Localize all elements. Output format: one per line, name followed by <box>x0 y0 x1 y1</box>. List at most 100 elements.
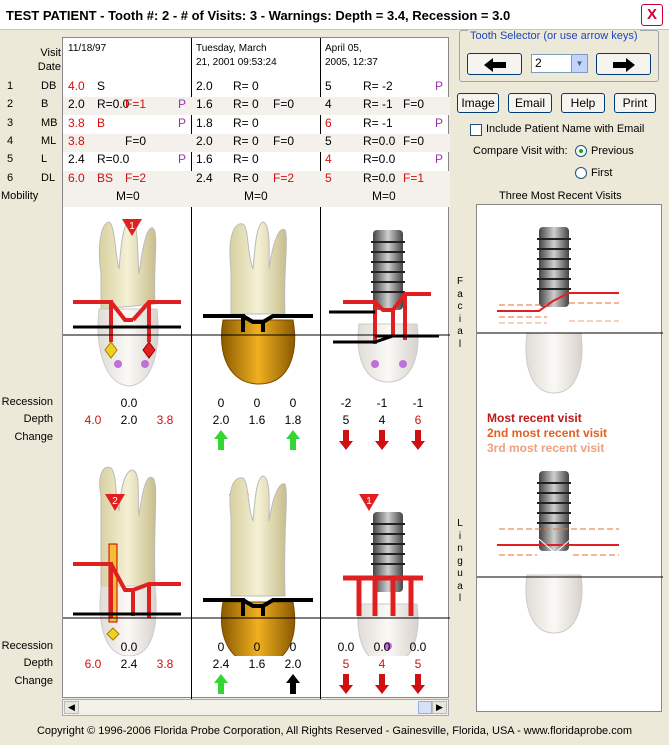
site-code: DL <box>41 171 56 184</box>
site-code: DB <box>41 80 57 92</box>
scroll-right-button[interactable]: ▶ <box>432 701 447 714</box>
measurement-cell: P <box>178 152 187 167</box>
tooth-root <box>229 221 287 315</box>
measurement-cell: R= 0 <box>233 170 259 185</box>
chevron-down-icon[interactable]: ▼ <box>571 55 587 72</box>
measurement-cell: R= -1 <box>363 115 393 130</box>
recession-value: 0.0 <box>120 640 138 654</box>
measurement-cell: R=0.0 <box>363 170 396 185</box>
measurement-cell: F=0 <box>403 97 425 112</box>
cusp-dot <box>371 360 379 368</box>
arrow-down-icon <box>338 673 354 695</box>
recession-value: 0.0 <box>337 640 355 654</box>
tooth-number-select[interactable]: 2 ▼ <box>531 54 588 73</box>
site-number: 3 <box>7 116 14 129</box>
recession-value: 0.0 <box>373 640 391 654</box>
column-divider <box>191 38 192 699</box>
previous-radio[interactable] <box>575 145 587 157</box>
horizontal-scrollbar[interactable]: ◀ ▶ <box>62 699 449 716</box>
depth-value: 4.0 <box>84 413 102 427</box>
measurement-cell: 2.0 <box>196 133 213 148</box>
arrow-down-icon <box>410 429 426 451</box>
recession-value: -1 <box>412 396 424 410</box>
depth-value: 3.8 <box>156 657 174 671</box>
arrow-down-icon <box>410 673 426 695</box>
recession-value: 0 <box>253 396 261 410</box>
image-button[interactable]: Image <box>457 93 499 113</box>
pocket-line <box>203 598 313 616</box>
cusp-dot <box>384 642 392 650</box>
measurement-cell: 2.0 <box>196 79 213 93</box>
lingual-tooth-diagrams: 2 2 1 <box>63 466 450 656</box>
warning-badge-text: 1 <box>129 221 135 232</box>
include-name-label: Include Patient Name with Email <box>486 123 645 135</box>
depth-label: Depth <box>23 657 53 669</box>
scroll-thumb[interactable] <box>418 701 432 714</box>
site-code: MB <box>41 116 58 129</box>
pocket-line <box>343 292 431 344</box>
measurement-cell: R= 0 <box>233 79 259 93</box>
arrow-right-icon <box>612 58 635 72</box>
measurement-cell: F=0 <box>403 133 425 148</box>
depth-value: 6 <box>414 413 422 427</box>
scroll-left-button[interactable]: ◀ <box>64 701 79 714</box>
arrow-down-icon <box>374 673 390 695</box>
email-button[interactable]: Email <box>508 93 552 113</box>
implant-threads <box>537 482 571 524</box>
measurement-cell: 5 <box>325 79 332 93</box>
measurement-cell: 1.6 <box>196 97 213 112</box>
perio-chart: Visit Date 11/18/97 Tuesday, March 21, 2… <box>1 37 450 699</box>
arrow-left-icon <box>483 58 506 72</box>
pocket-line <box>203 314 313 332</box>
mobility-label: Mobility <box>1 189 39 202</box>
measurement-cell: F=1 <box>125 97 147 112</box>
measurement-cell: R= 0 <box>233 133 259 148</box>
legend-second-recent: 2nd most recent visit <box>487 426 608 440</box>
arrow-down-icon <box>338 429 354 451</box>
measurement-cell: P <box>178 115 187 130</box>
previous-tooth-button[interactable] <box>467 53 522 75</box>
close-button[interactable]: X <box>641 4 663 26</box>
second-pocket-line <box>499 302 619 318</box>
depth-value: 5 <box>342 657 350 671</box>
include-name-checkbox[interactable] <box>470 124 482 136</box>
site-code: ML <box>41 134 57 147</box>
facial-tooth-diagrams: 1 <box>63 219 450 387</box>
measurement-cell: 2.4 <box>68 152 85 167</box>
site-code: B <box>41 98 49 111</box>
measurement-cell: B <box>97 115 106 130</box>
arrow-up-icon <box>285 673 301 695</box>
implant-threads <box>371 241 405 293</box>
measurement-cell: R=0.0 <box>97 97 130 112</box>
measurement-cell: F=0 <box>273 97 295 112</box>
tooth-root <box>98 219 157 310</box>
warning-badge <box>105 494 125 511</box>
measurement-cell: 6 <box>325 115 332 130</box>
depth-value: 5 <box>414 657 422 671</box>
row-shade <box>63 97 450 116</box>
help-button[interactable]: Help <box>561 93 605 113</box>
print-button[interactable]: Print <box>614 93 656 113</box>
measurement-cell: 4 <box>325 97 332 112</box>
legend-most-recent: Most recent visit <box>487 411 582 425</box>
recent-visits-diagram <box>477 227 663 634</box>
measurement-cell: R= 0 <box>233 97 259 112</box>
copyright-footer: Copyright © 1996-2006 Florida Probe Corp… <box>36 725 633 737</box>
site-number: 1 <box>7 80 14 92</box>
measurement-cell: R=0.0 <box>363 152 396 167</box>
recent-visits-panel: Most recent visit 2nd most recent visit … <box>476 204 663 712</box>
next-tooth-button[interactable] <box>596 53 651 75</box>
measurement-cell: P <box>435 79 444 93</box>
tooth-selector-title: Tooth Selector (or use arrow keys) <box>468 30 640 42</box>
window-title: TEST PATIENT - Tooth #: 2 - # of Visits:… <box>6 8 511 23</box>
recent-pocket-line <box>497 292 619 312</box>
warning-badge-text: 1 <box>366 496 372 507</box>
implant-threads <box>371 523 405 565</box>
column-divider <box>320 38 321 699</box>
first-radio[interactable] <box>575 167 587 179</box>
depth-value: 2.0 <box>284 657 302 671</box>
visit-date-1: 11/18/97 <box>68 43 107 54</box>
measurement-cell: F=0 <box>125 133 147 148</box>
third-pocket-line <box>538 538 572 554</box>
measurement-cell: 2.0 <box>68 97 85 112</box>
